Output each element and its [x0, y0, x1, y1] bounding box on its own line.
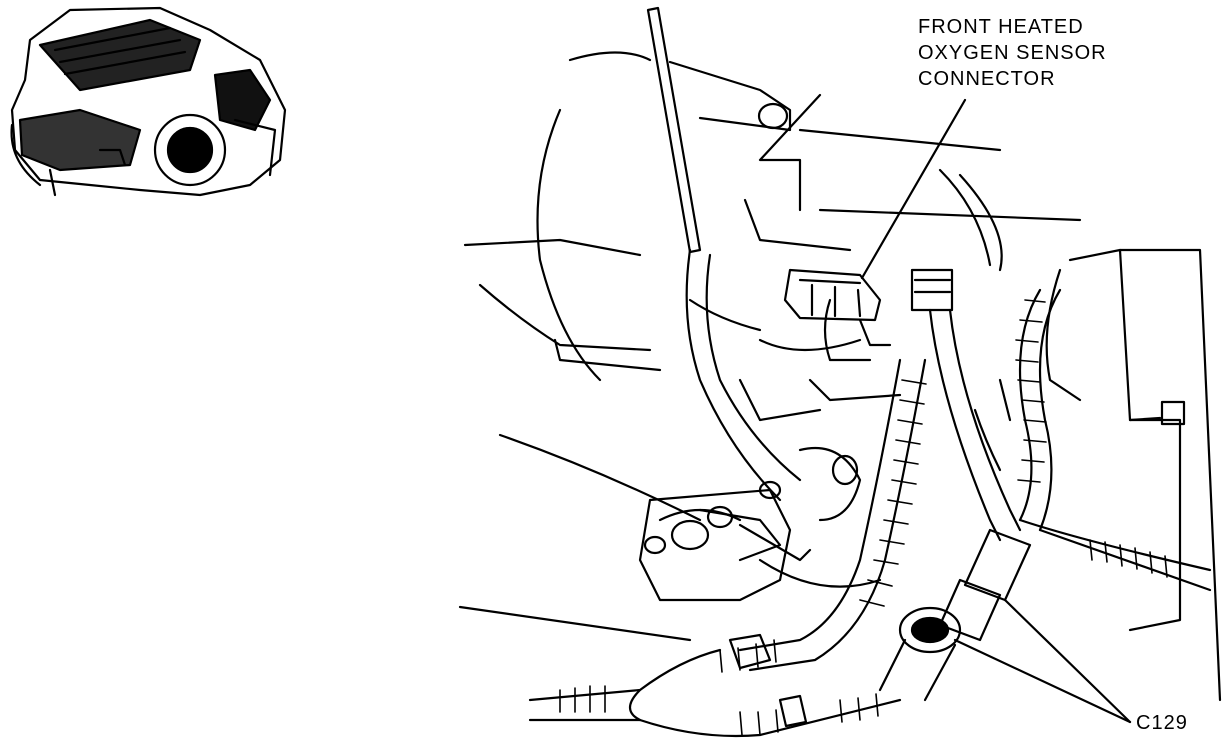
leader-line-oxygen-sensor: [860, 98, 967, 280]
label-line-2: OXYGEN SENSOR: [918, 42, 1107, 64]
label-line-1: FRONT HEATED: [918, 16, 1084, 38]
leader-line-c129-lower: [953, 638, 1132, 724]
engine-locator-thumbnail: [10, 6, 287, 197]
front-heated-oxygen-sensor-label: FRONT HEATED OXYGEN SENSOR CONNECTOR: [918, 14, 1107, 92]
leader-line-c129-upper: [1003, 598, 1132, 724]
main-illustration: [458, 6, 1222, 738]
c129-label: C129: [1136, 712, 1188, 734]
harness-wrap-hatching: [559, 299, 1168, 736]
label-line-3: CONNECTOR: [918, 68, 1056, 90]
